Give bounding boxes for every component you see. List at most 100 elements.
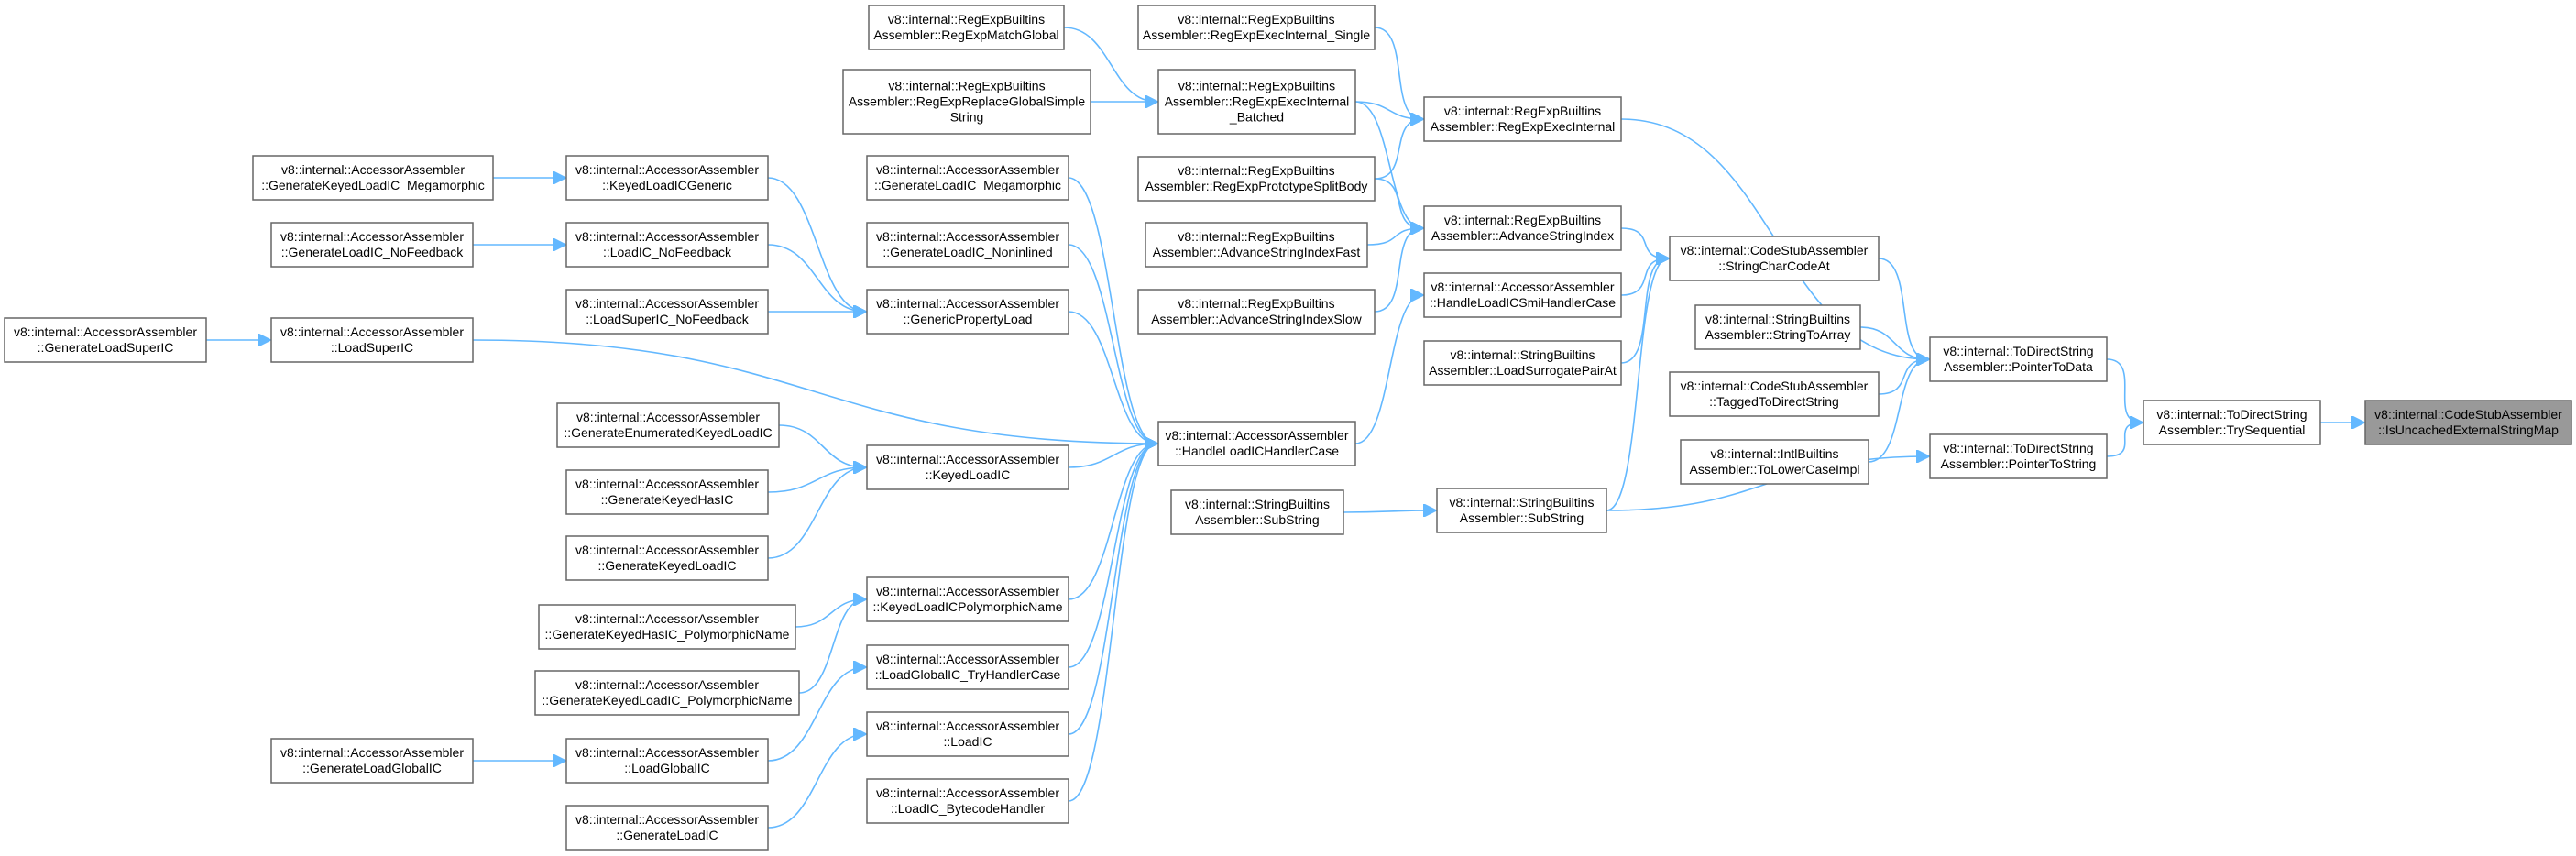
node-label-line: v8::internal::StringBuiltins [1451, 347, 1595, 362]
node-label-line: Assembler::LoadSurrogatePairAt [1429, 363, 1617, 378]
node-substr2[interactable]: v8::internal::StringBuiltinsAssembler::S… [1436, 488, 1607, 533]
node-genkeyedmega[interactable]: v8::internal::AccessorAssembler::Generat… [252, 155, 494, 201]
node-label-line: v8::internal::StringBuiltins [1450, 495, 1595, 510]
node-label-line: ::LoadGlobalIC [624, 761, 709, 775]
node-box [1157, 69, 1356, 135]
edge-keyedload-to-handlerc [1068, 444, 1156, 468]
node-advfast[interactable]: v8::internal::RegExpBuiltinsAssembler::A… [1145, 222, 1368, 268]
edge-genkeyedhas-to-keyedload [767, 467, 865, 493]
node-label-line: ::GenerateLoadIC_Megamorphic [874, 178, 1061, 192]
node-label-line: ::LoadIC_NoFeedback [603, 245, 732, 259]
node-label-line: v8::internal::AccessorAssembler [1431, 280, 1615, 294]
node-label-line: v8::internal::RegExpBuiltins [1444, 213, 1601, 227]
node-box [534, 670, 800, 716]
node-label-line: v8::internal::RegExpBuiltins [1444, 104, 1601, 118]
node-genkeyedload[interactable]: v8::internal::AccessorAssembler::Generat… [565, 535, 769, 581]
node-smihandler[interactable]: v8::internal::AccessorAssembler::HandleL… [1423, 272, 1622, 318]
node-genloadnoninl[interactable]: v8::internal::AccessorAssembler::Generat… [866, 222, 1069, 268]
node-label-line: v8::internal::RegExpBuiltins [1178, 163, 1334, 178]
node-charcode[interactable]: v8::internal::CodeStubAssembler::StringC… [1669, 236, 1880, 281]
node-ptrstr[interactable]: v8::internal::ToDirectStringAssembler::P… [1929, 433, 2108, 479]
node-genkeyedhas[interactable]: v8::internal::AccessorAssembler::Generat… [565, 469, 769, 515]
node-label-line: v8::internal::AccessorAssembler [281, 162, 465, 177]
node-label-line: v8::internal::AccessorAssembler [575, 812, 759, 827]
node-label-line: ::GenericPropertyLoad [904, 312, 1033, 326]
node-rereplace[interactable]: v8::internal::RegExpBuiltinsAssembler::R… [842, 69, 1091, 135]
node-label-line: v8::internal::AccessorAssembler [576, 410, 760, 424]
node-loadglobal[interactable]: v8::internal::AccessorAssembler::LoadGlo… [565, 738, 769, 784]
node-handlerc[interactable]: v8::internal::AccessorAssembler::HandleL… [1157, 421, 1356, 466]
node-box [1170, 489, 1344, 535]
node-genkeyedhaspoly[interactable]: v8::internal::AccessorAssembler::Generat… [538, 604, 796, 650]
node-advidx[interactable]: v8::internal::RegExpBuiltinsAssembler::A… [1423, 205, 1622, 251]
node-reinternal[interactable]: v8::internal::RegExpBuiltinsAssembler::R… [1423, 96, 1622, 142]
node-keyedpoly[interactable]: v8::internal::AccessorAssembler::KeyedLo… [866, 576, 1069, 622]
node-label-line: v8::internal::CodeStubAssembler [2374, 407, 2562, 422]
node-label-line: v8::internal::AccessorAssembler [575, 162, 759, 177]
edge-loadsuper-to-handlerc [472, 339, 1156, 444]
node-loadic[interactable]: v8::internal::AccessorAssembler::LoadIC [866, 711, 1069, 757]
node-tryseq[interactable]: v8::internal::ToDirectStringAssembler::T… [2143, 400, 2321, 445]
node-label-line: Assembler::PointerToData [1944, 359, 2093, 374]
node-advslow[interactable]: v8::internal::RegExpBuiltinsAssembler::A… [1137, 289, 1376, 335]
node-label-line: v8::internal::AccessorAssembler [280, 745, 464, 760]
node-box [1137, 5, 1376, 50]
edge-loadglobal-to-loadglobaltry [767, 667, 865, 762]
node-label-line: Assembler::RegExpExecInternal [1165, 94, 1350, 109]
edge-genkeyedloadpoly-to-keyedpoly [798, 599, 865, 694]
node-root[interactable]: v8::internal::CodeStubAssembler::IsUncac… [2364, 400, 2572, 445]
node-label-line: v8::internal::AccessorAssembler [575, 611, 759, 626]
node-loadicbyte[interactable]: v8::internal::AccessorAssembler::LoadIC_… [866, 778, 1069, 824]
node-strtoarr[interactable]: v8::internal::StringBuiltinsAssembler::S… [1694, 304, 1861, 350]
node-loadglobaltry[interactable]: v8::internal::AccessorAssembler::LoadGlo… [866, 644, 1069, 690]
node-genloadmega[interactable]: v8::internal::AccessorAssembler::Generat… [866, 155, 1069, 201]
edge-reprotosplit-to-reinternal [1374, 119, 1422, 180]
node-genkeyedloadpoly[interactable]: v8::internal::AccessorAssembler::Generat… [534, 670, 800, 716]
node-label-line: Assembler::StringToArray [1705, 327, 1851, 342]
edge-genloadmega-to-handlerc [1068, 177, 1156, 444]
node-label-line: Assembler::AdvanceStringIndex [1431, 228, 1614, 243]
node-ptrdata[interactable]: v8::internal::ToDirectStringAssembler::P… [1929, 336, 2108, 382]
node-genloadglobal[interactable]: v8::internal::AccessorAssembler::Generat… [270, 738, 474, 784]
node-label-line: v8::internal::RegExpBuiltins [1178, 296, 1334, 311]
node-genloadnofb[interactable]: v8::internal::AccessorAssembler::Generat… [270, 222, 474, 268]
node-label-line: ::GenerateKeyedHasIC_PolymorphicName [545, 627, 790, 642]
node-keyedload[interactable]: v8::internal::AccessorAssembler::KeyedLo… [866, 444, 1069, 490]
node-substr1[interactable]: v8::internal::StringBuiltinsAssembler::S… [1170, 489, 1344, 535]
node-tolower[interactable]: v8::internal::IntlBuiltinsAssembler::ToL… [1680, 439, 1869, 485]
node-box [1137, 156, 1376, 202]
node-label-line: v8::internal::AccessorAssembler [876, 719, 1059, 733]
node-box [1423, 340, 1622, 386]
node-genloadsuper[interactable]: v8::internal::AccessorAssembler::Generat… [4, 317, 207, 363]
node-label-line: Assembler::RegExpExecInternal [1431, 119, 1616, 134]
node-label-line: String [950, 110, 984, 125]
node-label-line: ::KeyedLoadICPolymorphicName [873, 599, 1063, 614]
node-reprotosplit[interactable]: v8::internal::RegExpBuiltinsAssembler::R… [1137, 156, 1376, 202]
node-label-line: v8::internal::AccessorAssembler [280, 229, 464, 244]
node-box [866, 444, 1069, 490]
node-reinternal-single[interactable]: v8::internal::RegExpBuiltinsAssembler::R… [1137, 5, 1376, 50]
node-rematchglobal[interactable]: v8::internal::RegExpBuiltinsAssembler::R… [868, 5, 1065, 50]
node-label-line: v8::internal::IntlBuiltins [1710, 446, 1838, 461]
node-label-line: Assembler::ToLowerCaseImpl [1690, 462, 1860, 477]
node-label-line: v8::internal::AccessorAssembler [575, 677, 759, 692]
node-surrogate[interactable]: v8::internal::StringBuiltinsAssembler::L… [1423, 340, 1622, 386]
node-loadsupernofb[interactable]: v8::internal::AccessorAssembler::LoadSup… [565, 289, 769, 335]
node-loadsuper[interactable]: v8::internal::AccessorAssembler::LoadSup… [270, 317, 474, 363]
node-reinternal-batched[interactable]: v8::internal::RegExpBuiltinsAssembler::R… [1157, 69, 1356, 135]
node-genprop[interactable]: v8::internal::AccessorAssembler::Generic… [866, 289, 1069, 335]
node-box [1157, 421, 1356, 466]
node-tagged[interactable]: v8::internal::CodeStubAssembler::TaggedT… [1669, 371, 1880, 417]
edge-genloadnoninl-to-handlerc [1068, 244, 1156, 444]
node-keyedgeneric[interactable]: v8::internal::AccessorAssembler::KeyedLo… [565, 155, 769, 201]
node-box [866, 644, 1069, 690]
node-loadicnofb[interactable]: v8::internal::AccessorAssembler::LoadIC_… [565, 222, 769, 268]
node-genenumkeyed[interactable]: v8::internal::AccessorAssembler::Generat… [556, 402, 780, 448]
node-label-line: v8::internal::StringBuiltins [1185, 497, 1330, 511]
edge-loadic-to-handlerc [1068, 444, 1156, 735]
edge-tagged-to-ptrdata [1878, 359, 1928, 395]
node-genloadic[interactable]: v8::internal::AccessorAssembler::Generat… [565, 805, 769, 851]
node-label-line: ::TaggedToDirectString [1709, 394, 1839, 409]
edge-loadglobaltry-to-handlerc [1068, 444, 1156, 668]
